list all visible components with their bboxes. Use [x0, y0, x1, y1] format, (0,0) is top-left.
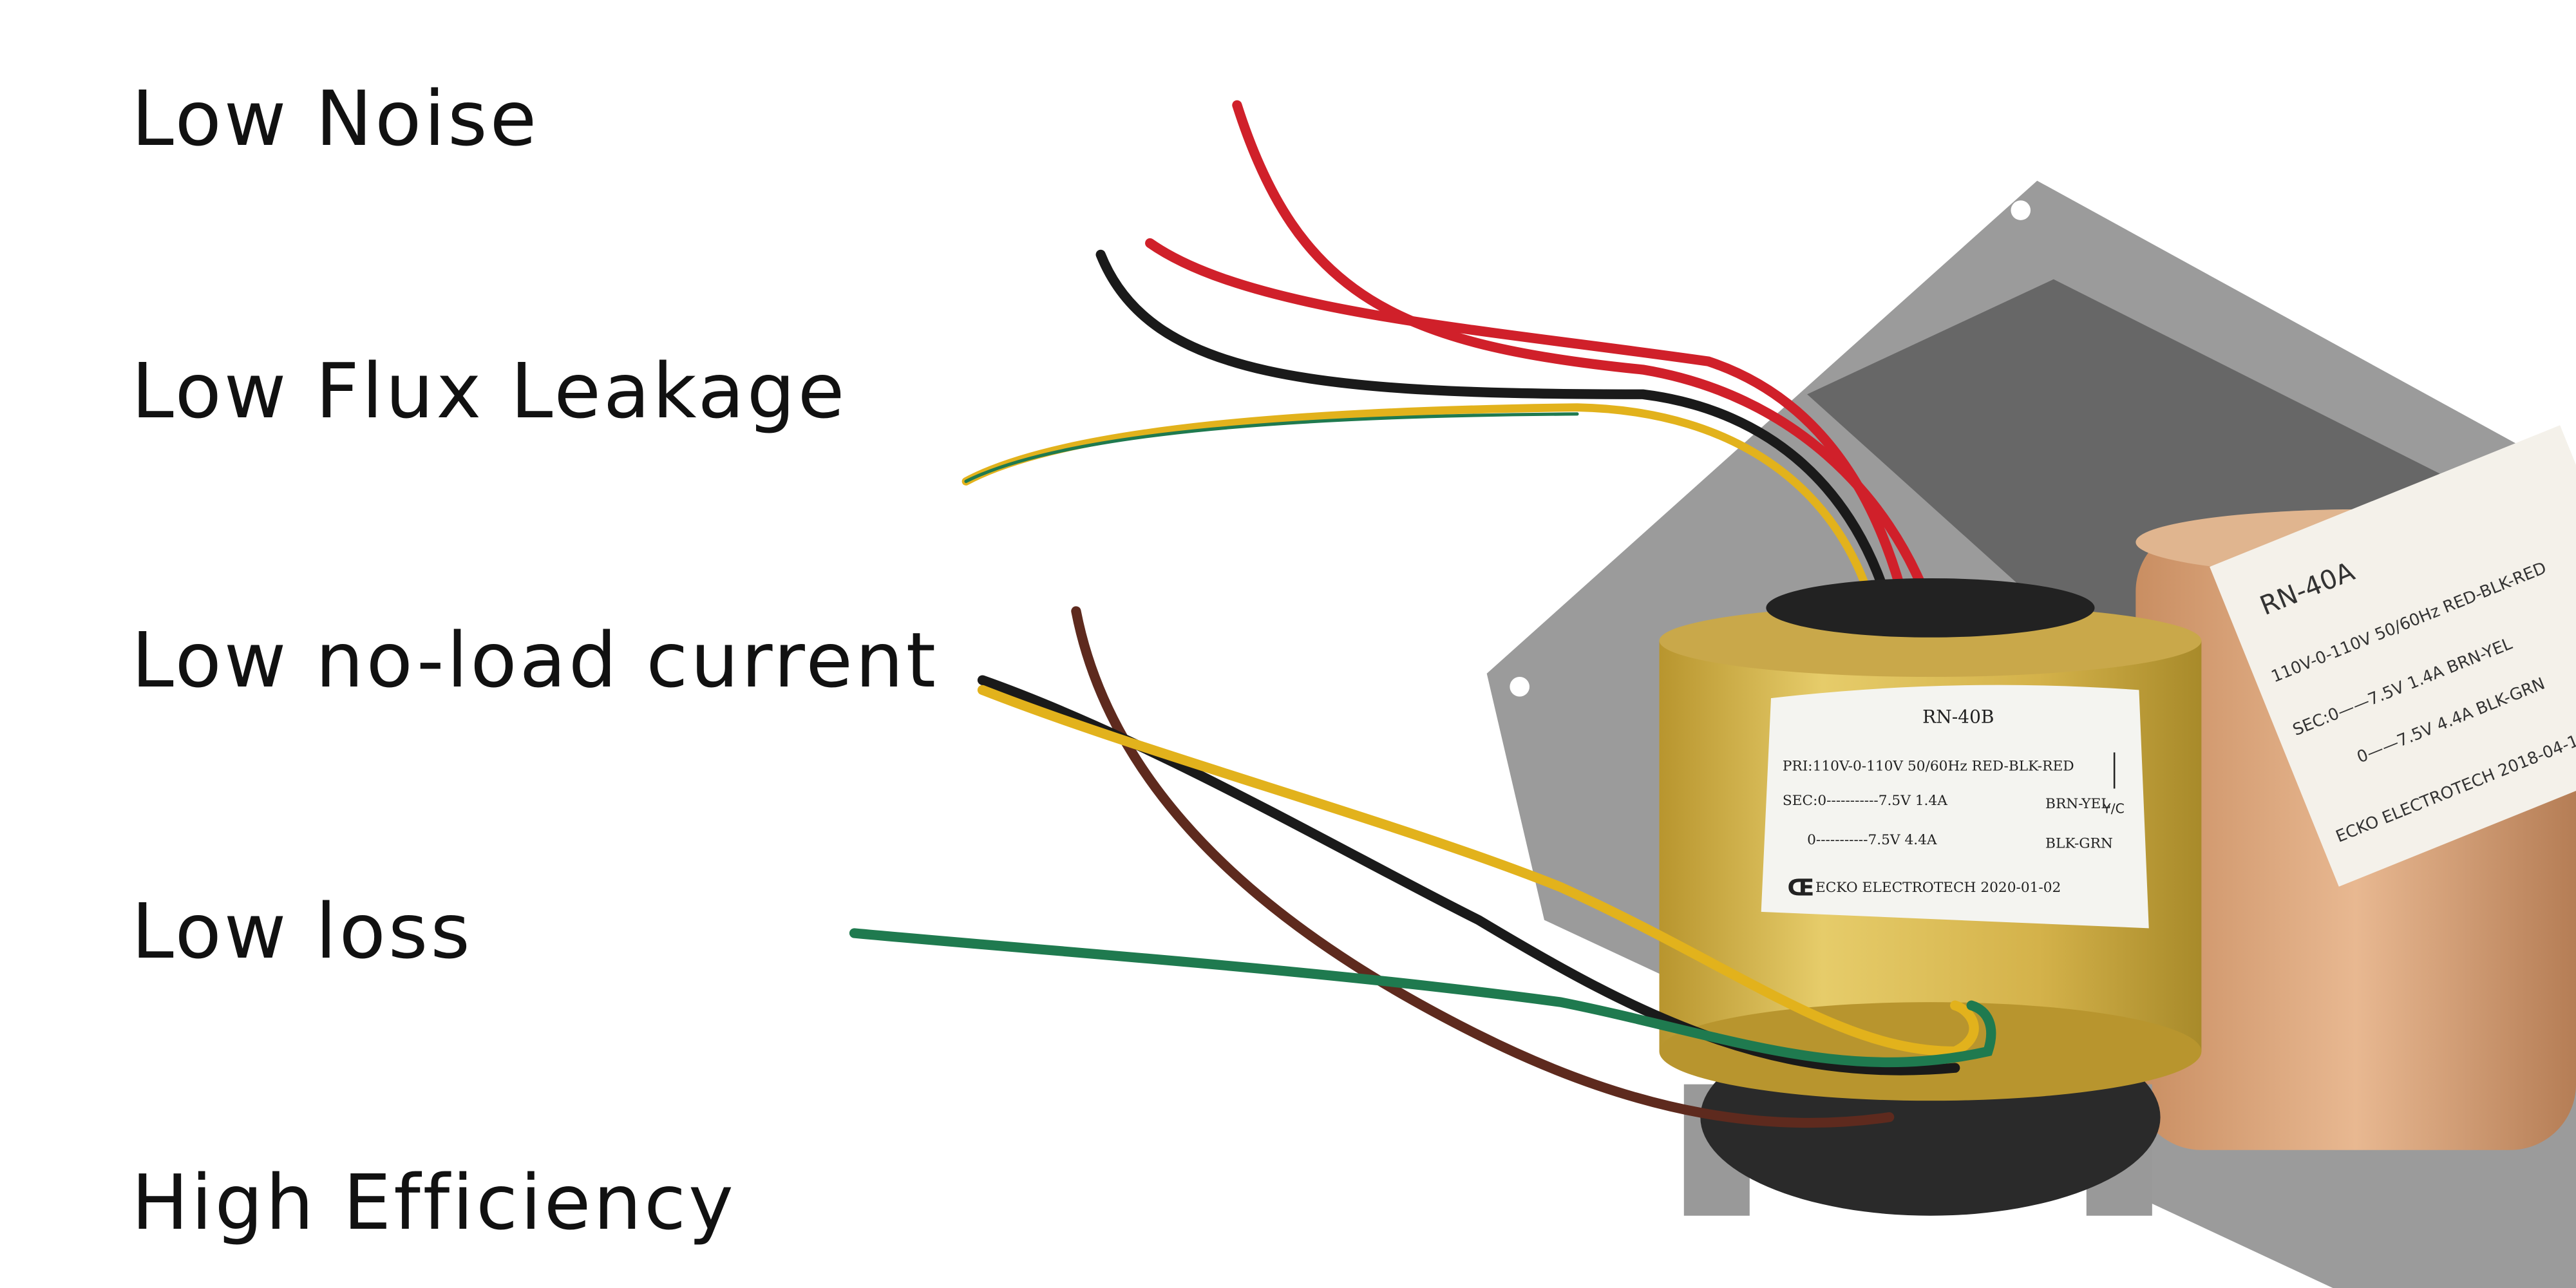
feature-low-no-load-current: Low no-load current — [131, 616, 939, 705]
maker-date: ECKO ELECTROTECH 2020-01-02 — [1815, 880, 2061, 896]
front-label: RN-40B PRI:110V-0-110V 50/60Hz RED-BLK-R… — [1761, 685, 2149, 929]
yc-mark: Y/C — [2102, 801, 2125, 817]
primary-wires — [961, 100, 1936, 613]
feature-low-noise: Low Noise — [131, 74, 540, 163]
model-number: RN-40B — [1922, 706, 1994, 727]
feature-high-efficiency: High Efficiency — [131, 1158, 736, 1247]
rear-transformer: RN-40A 110V-0-110V 50/60Hz RED-BLK-RED S… — [2136, 425, 2576, 1150]
secondary-colors-2: BLK-GRN — [2045, 835, 2113, 851]
secondary-wires — [849, 606, 1996, 1128]
feature-low-loss: Low loss — [131, 887, 473, 976]
feature-low-flux-leakage: Low Flux Leakage — [131, 346, 848, 435]
rear-label: RN-40A 110V-0-110V 50/60Hz RED-BLK-RED S… — [2210, 425, 2576, 887]
secondary-spec-1: SEC:0-----------7.5V 1.4A — [1783, 793, 1947, 809]
secondary-spec-2: 0-----------7.5V 4.4A — [1807, 832, 1937, 848]
secondary-colors-1: BRN-YEL — [2045, 796, 2110, 812]
ecko-logo-icon: Œ — [1788, 875, 1815, 901]
primary-spec: PRI:110V-0-110V 50/60Hz RED-BLK-RED — [1783, 758, 2074, 774]
